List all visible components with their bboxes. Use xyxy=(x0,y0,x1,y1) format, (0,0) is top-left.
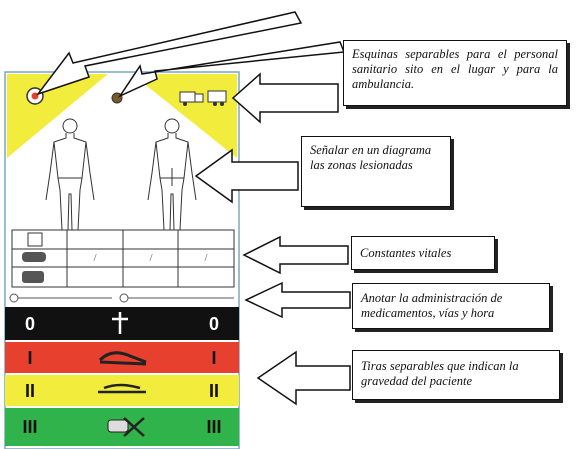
callout-corners: Esquinas separables para el personal san… xyxy=(343,40,567,106)
callout-medication: Anotar la administración de medicamentos… xyxy=(352,283,550,329)
arrow-to-medication-line xyxy=(244,281,351,319)
strip-label-left: 0 xyxy=(25,314,35,334)
severity-strip-0: 0 0 xyxy=(5,307,239,340)
arrow-to-body-diagram xyxy=(194,148,299,204)
severity-strip-1: I I xyxy=(5,342,239,373)
callout-body-diagram: Señalar en un diagrama las zonas lesiona… xyxy=(301,136,451,207)
severity-strip-3: III III xyxy=(5,408,239,446)
stretcher-patient-icon xyxy=(98,383,146,394)
walking-patient-crossed-icon xyxy=(107,417,145,437)
strip-label-right: III xyxy=(206,417,221,437)
callout-strips: Tiras separables que indican la gravedad… xyxy=(352,350,560,400)
arrow-to-ambulance-corner xyxy=(231,72,339,124)
arrow-to-vitals-table xyxy=(242,235,349,275)
strip-label-right: 0 xyxy=(209,314,219,334)
vitals-cell-mark: / xyxy=(93,252,97,264)
lying-patient-icon xyxy=(98,351,147,366)
vitals-row-icons xyxy=(22,232,46,283)
arrow-to-severity-strips xyxy=(256,350,351,406)
callout-vitals: Constantes vitales xyxy=(351,236,495,270)
ambulance-icon xyxy=(179,90,227,106)
strip-label-right: II xyxy=(209,381,219,401)
arrow-to-medic-corner xyxy=(35,11,303,96)
vitals-cell-mark: / xyxy=(149,252,153,264)
medic-corner-icon xyxy=(26,87,44,105)
medication-line xyxy=(9,293,234,303)
severity-strip-2: II II xyxy=(5,375,239,406)
strip-label-left: III xyxy=(22,417,37,437)
strip-label-left: I xyxy=(27,348,32,368)
strip-label-right: I xyxy=(211,348,216,368)
arrow-to-hole-corner xyxy=(117,41,346,98)
vitals-cell-mark: / xyxy=(204,252,208,264)
strip-label-left: II xyxy=(25,381,35,401)
vitals-table xyxy=(11,229,235,288)
body-back-icon xyxy=(147,118,197,231)
dagger-icon xyxy=(112,312,128,334)
